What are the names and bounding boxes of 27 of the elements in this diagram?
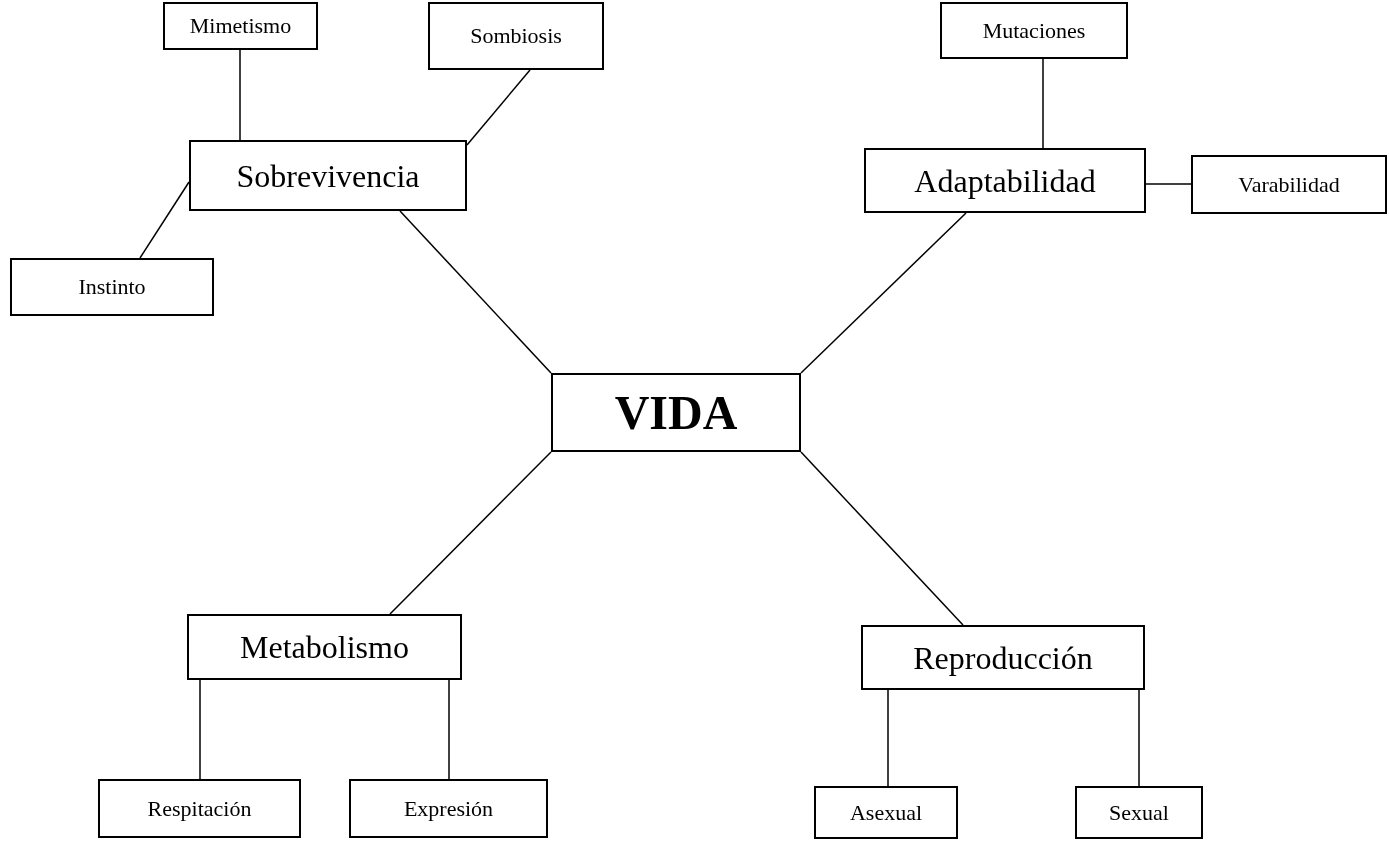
concept-box: Metabolismo (187, 614, 462, 680)
concept-box: Instinto (10, 258, 214, 316)
connector-line (800, 451, 964, 626)
connector-line (1145, 183, 1192, 185)
concept-box: Varabilidad (1191, 155, 1387, 214)
concept-box: Mimetismo (163, 2, 318, 50)
connector-line (199, 679, 201, 780)
connector-line (389, 451, 552, 615)
connector-line (399, 210, 552, 374)
concept-box: Asexual (814, 786, 958, 839)
concept-box: VIDA (551, 373, 801, 452)
concept-box: Sombiosis (428, 2, 604, 70)
concept-box: Expresión (349, 779, 548, 838)
connector-line (1138, 689, 1140, 787)
concept-box: Sobrevivencia (189, 140, 467, 211)
connector-line (139, 181, 190, 259)
concept-box: Mutaciones (940, 2, 1128, 59)
connector-line (887, 689, 889, 787)
concept-box: Respitación (98, 779, 301, 838)
concept-box: Reproducción (861, 625, 1145, 690)
concept-box: Sexual (1075, 786, 1203, 839)
connector-line (800, 212, 967, 374)
concept-box: Adaptabilidad (864, 148, 1146, 213)
connector-line (1042, 58, 1044, 149)
connector-line (466, 69, 531, 146)
connector-line (448, 679, 450, 780)
connector-line (239, 49, 241, 141)
